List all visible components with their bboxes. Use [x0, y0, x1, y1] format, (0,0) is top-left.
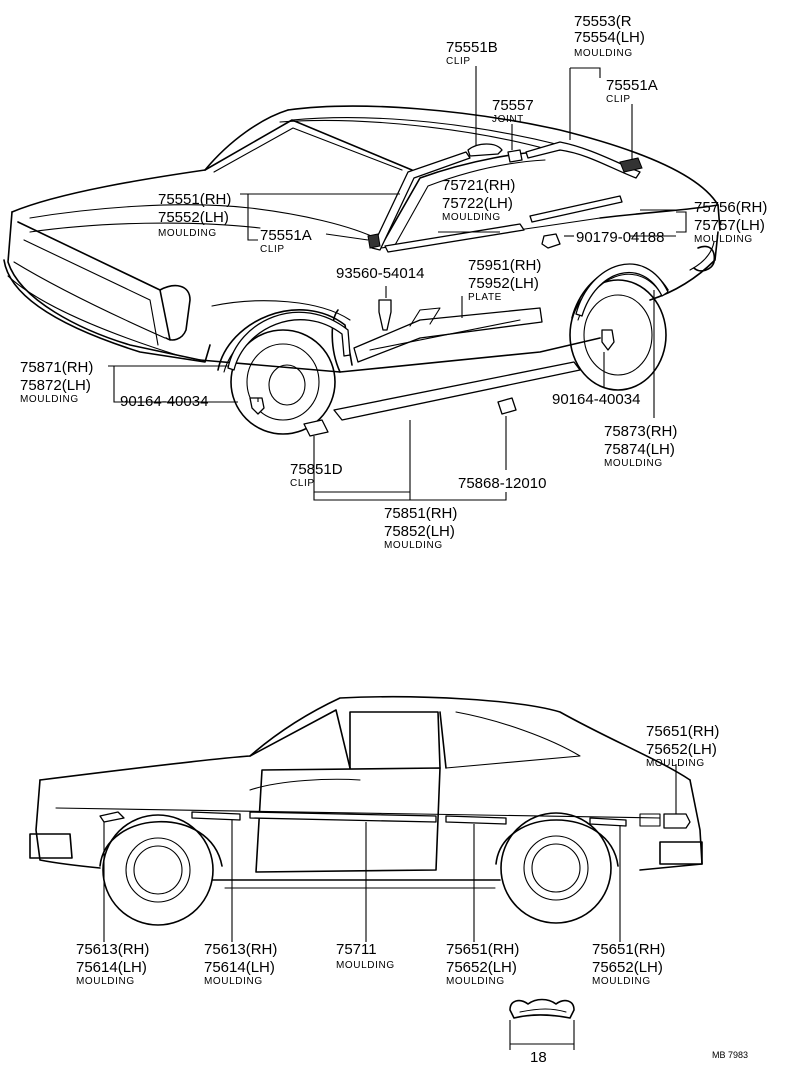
label-75722: 75722(LH)	[442, 195, 513, 212]
nut-90179	[541, 233, 561, 249]
label-75553-desc: MOULDING	[574, 48, 633, 59]
moulding-cross-section	[509, 998, 575, 1019]
label-75614-a: 75614(LH)	[76, 959, 147, 976]
label-75551a-top-desc: CLIP	[606, 94, 631, 105]
label-93560: 93560-54014	[336, 265, 424, 282]
label-75851-desc: MOULDING	[384, 540, 443, 551]
label-75951: 75951(RH)	[468, 257, 541, 274]
quarter-moulding-75756	[529, 195, 623, 223]
label-75613-a: 75613(RH)	[76, 941, 149, 958]
label-75872: 75872(LH)	[20, 377, 91, 394]
label-75721-desc: MOULDING	[442, 212, 501, 223]
label-90164-left: 90164-40034	[120, 393, 208, 410]
label-75852: 75852(LH)	[384, 523, 455, 540]
label-75756: 75756(RH)	[694, 199, 767, 216]
figure-reference: MB 7983	[712, 1050, 748, 1060]
clip-75551b	[467, 143, 503, 157]
door-moulding-75721	[384, 223, 525, 253]
dimension-label: 18	[530, 1049, 547, 1066]
roof-moulding-75553	[525, 141, 641, 179]
clip-75868	[497, 397, 517, 415]
label-90164-right: 90164-40034	[552, 391, 640, 408]
label-75613-b: 75613(RH)	[204, 941, 277, 958]
label-75552: 75552(LH)	[158, 209, 229, 226]
lower-leader-lines	[103, 764, 677, 1050]
rocker-moulding-75851	[333, 361, 581, 421]
label-75553: 75553(R	[574, 13, 632, 30]
label-75551a-left-desc: CLIP	[260, 244, 285, 255]
label-75551b-desc: CLIP	[446, 56, 471, 67]
label-75757: 75757(LH)	[694, 217, 765, 234]
label-75652-rear: 75652(LH)	[646, 741, 717, 758]
label-75711: 75711	[336, 941, 377, 958]
label-75651-a: 75651(RH)	[446, 941, 519, 958]
label-90179: 90179-04188	[576, 229, 664, 246]
label-75952: 75952(LH)	[468, 275, 539, 292]
rear-arch-moulding-75873	[575, 263, 669, 317]
rear-marker-moulding-75651	[663, 813, 691, 829]
upper-parts	[227, 141, 669, 437]
fender-moulding-75613	[191, 811, 241, 821]
label-75851: 75851(RH)	[384, 505, 457, 522]
label-75554: 75554(LH)	[574, 29, 645, 46]
label-75871: 75871(RH)	[20, 359, 93, 376]
label-75756-desc: MOULDING	[694, 234, 753, 245]
label-75873-desc: MOULDING	[604, 458, 663, 469]
label-75551a-left: 75551A	[260, 227, 312, 244]
front-arch-moulding-75871	[227, 311, 351, 371]
label-75651-b: 75651(RH)	[592, 941, 665, 958]
label-75651-rear: 75651(RH)	[646, 723, 719, 740]
label-75873: 75873(RH)	[604, 423, 677, 440]
lower-parts	[99, 811, 691, 1019]
label-75652-a: 75652(LH)	[446, 959, 517, 976]
clip-75851d	[303, 419, 329, 437]
label-75651-a-desc: MOULDING	[446, 976, 505, 987]
label-75868: 75868-12010	[458, 475, 546, 492]
screw-93560	[378, 299, 392, 331]
label-75871-desc: MOULDING	[20, 394, 79, 405]
label-75652-b: 75652(LH)	[592, 959, 663, 976]
upper-labels: 75553(R 75554(LH) MOULDING 75551B CLIP 7…	[20, 13, 767, 551]
label-75851d: 75851D	[290, 461, 343, 478]
clip-75551a-left	[367, 233, 381, 249]
screw-90164-left	[249, 397, 265, 415]
label-75874: 75874(LH)	[604, 441, 675, 458]
label-75951-desc: PLATE	[468, 292, 502, 303]
label-75651-rear-desc: MOULDING	[646, 758, 705, 769]
upper-car-illustration	[3, 105, 721, 435]
screw-90164-right	[601, 329, 615, 351]
scuff-plate-75951	[353, 307, 543, 363]
quarter-moulding-75651-front	[445, 815, 507, 825]
lower-car-illustration	[29, 695, 703, 926]
side-marker-moulding-75613-front	[99, 811, 125, 823]
joint-75557	[507, 149, 523, 163]
clip-75551a-top	[619, 157, 643, 173]
lower-labels: 75651(RH) 75652(LH) MOULDING 75613(RH) 7…	[76, 723, 748, 1066]
label-75651-b-desc: MOULDING	[592, 976, 651, 987]
label-75551: 75551(RH)	[158, 191, 231, 208]
label-75551-desc: MOULDING	[158, 228, 217, 239]
label-75551a-top: 75551A	[606, 77, 658, 94]
label-75721: 75721(RH)	[442, 177, 515, 194]
label-75851d-desc: CLIP	[290, 478, 315, 489]
windshield-moulding-75551	[371, 151, 471, 251]
label-75557-desc: JOINT	[492, 114, 524, 125]
label-75711-desc: MOULDING	[336, 960, 395, 971]
upper-leader-lines	[108, 66, 687, 501]
label-75614-b: 75614(LH)	[204, 959, 275, 976]
door-moulding-75711	[249, 811, 437, 823]
label-75613-b-desc: MOULDING	[204, 976, 263, 987]
label-75557: 75557	[492, 97, 534, 114]
label-75613-a-desc: MOULDING	[76, 976, 135, 987]
quarter-moulding-75651-rear	[589, 817, 627, 827]
label-75551b: 75551B	[446, 39, 498, 56]
